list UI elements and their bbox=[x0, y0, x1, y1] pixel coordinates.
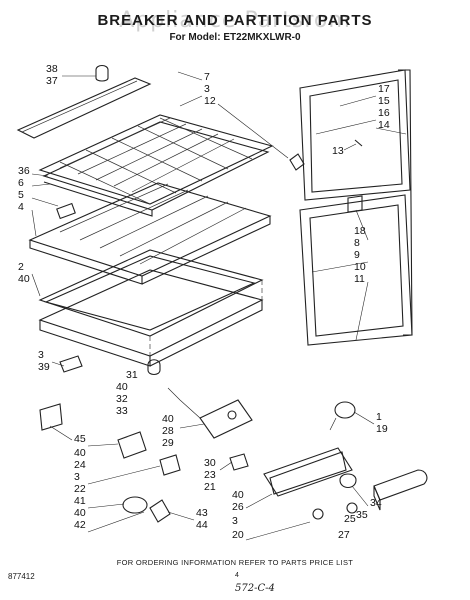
callout-22: 22 bbox=[74, 483, 86, 495]
callout-30: 30 bbox=[204, 457, 216, 469]
callout-41: 41 bbox=[74, 495, 86, 507]
callout-17: 17 bbox=[378, 83, 390, 95]
leader-lines bbox=[31, 71, 407, 541]
callout-44: 44 bbox=[196, 519, 208, 531]
callout-26: 26 bbox=[232, 501, 244, 513]
callout-13: 13 bbox=[332, 145, 344, 157]
callout-28: 28 bbox=[162, 425, 174, 437]
callout-29: 29 bbox=[162, 437, 174, 449]
callout-35: 35 bbox=[356, 509, 368, 521]
model-line: For Model: ET22MKXLWR-0 bbox=[169, 32, 301, 43]
control-mechanism-parts bbox=[39, 359, 428, 523]
callout-3: 3 bbox=[74, 471, 80, 483]
callout-37: 37 bbox=[46, 75, 58, 87]
callout-3: 3 bbox=[232, 515, 238, 527]
callout-24: 24 bbox=[74, 459, 86, 471]
callout-45: 45 bbox=[74, 433, 86, 445]
callout-39: 39 bbox=[38, 361, 50, 373]
callout-5: 5 bbox=[18, 189, 24, 201]
callout-19: 19 bbox=[376, 423, 388, 435]
callout-16: 16 bbox=[378, 107, 390, 119]
callout-43: 43 bbox=[196, 507, 208, 519]
callout-33: 33 bbox=[116, 405, 128, 417]
callout-27: 27 bbox=[338, 529, 350, 541]
callout-6: 6 bbox=[18, 177, 24, 189]
middle-partition bbox=[28, 182, 272, 285]
callout-40: 40 bbox=[18, 273, 30, 285]
callout-15: 15 bbox=[378, 95, 390, 107]
breaker-strip-top bbox=[16, 64, 152, 139]
callout-23: 23 bbox=[204, 469, 216, 481]
callout-18: 18 bbox=[354, 225, 366, 237]
page-title: BREAKER AND PARTITION PARTS bbox=[97, 12, 373, 29]
callout-12: 12 bbox=[204, 95, 216, 107]
callout-32: 32 bbox=[116, 393, 128, 405]
callout-21: 21 bbox=[204, 481, 216, 493]
document-code: 877412 bbox=[8, 572, 35, 581]
callout-25: 25 bbox=[344, 513, 356, 525]
callout-34: 34 bbox=[370, 497, 382, 509]
callout-42: 42 bbox=[74, 519, 86, 531]
callout-9: 9 bbox=[354, 249, 360, 261]
callout-20: 20 bbox=[232, 529, 244, 541]
bottom-pan bbox=[38, 269, 264, 373]
callout-40: 40 bbox=[116, 381, 128, 393]
callout-40: 40 bbox=[74, 507, 86, 519]
right-breaker-strips bbox=[289, 69, 413, 346]
callout-3: 3 bbox=[38, 349, 44, 361]
callout-31: 31 bbox=[126, 369, 138, 381]
page-number: 4 bbox=[235, 572, 239, 579]
callout-40: 40 bbox=[162, 413, 174, 425]
upper-breaker-frame bbox=[38, 114, 274, 217]
callout-40: 40 bbox=[74, 447, 86, 459]
callout-36: 36 bbox=[18, 165, 30, 177]
callout-8: 8 bbox=[354, 237, 360, 249]
callout-3: 3 bbox=[204, 83, 210, 95]
callout-7: 7 bbox=[204, 71, 210, 83]
callout-38: 38 bbox=[46, 63, 58, 75]
callout-2: 2 bbox=[18, 261, 24, 273]
callout-1: 1 bbox=[376, 411, 382, 423]
ordering-note: FOR ORDERING INFORMATION REFER TO PARTS … bbox=[116, 558, 354, 567]
callout-4: 4 bbox=[18, 201, 24, 213]
handwritten-note: 572-C-4 bbox=[235, 583, 275, 594]
callout-40: 40 bbox=[232, 489, 244, 501]
callout-10: 10 bbox=[354, 261, 366, 273]
callout-labels: 38 37 7 3 12 36 6 5 4 2 40 3 39 17 15 16… bbox=[18, 63, 390, 541]
callout-14: 14 bbox=[378, 119, 390, 131]
callout-11: 11 bbox=[354, 273, 365, 285]
